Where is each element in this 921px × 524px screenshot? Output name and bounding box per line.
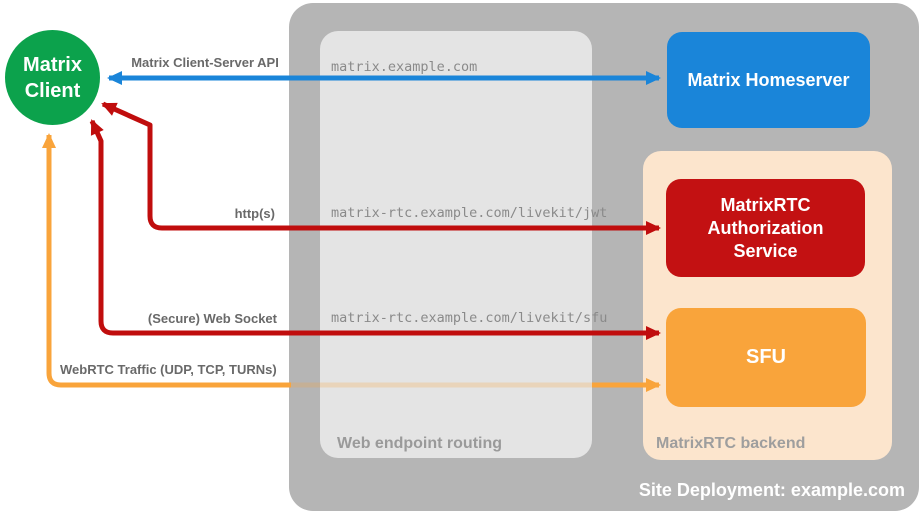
web-endpoint-routing-label: Web endpoint routing (337, 435, 503, 452)
matrixrtc-auth-label: MatrixRTC Authorization Service (707, 194, 824, 261)
matrixrtc-backend-label: MatrixRTC backend (656, 435, 806, 452)
container-web-endpoint-routing (320, 31, 592, 458)
node-sfu: SFU (666, 308, 866, 407)
route-matrix-example-com: matrix.example.com (331, 59, 478, 75)
node-matrix-homeserver: Matrix Homeserver (667, 32, 870, 128)
edge-label-web-socket: (Secure) Web Socket (147, 311, 277, 326)
matrix-homeserver-label: Matrix Homeserver (687, 69, 850, 90)
edge-label-webrtc-traffic: WebRTC Traffic (UDP, TCP, TURNs) (60, 362, 277, 377)
edge-label-https: http(s) (234, 206, 275, 221)
edge-label-client-server-api: Matrix Client-Server API (131, 55, 279, 70)
site-deployment-title: Site Deployment: example.com (638, 480, 905, 500)
node-matrix-client: Matrix Client (5, 30, 100, 125)
edge-client-sfu-webrtc-left (42, 133, 291, 388)
sfu-label: SFU (746, 346, 786, 368)
route-livekit-sfu: matrix-rtc.example.com/livekit/sfu (331, 310, 608, 326)
route-livekit-jwt: matrix-rtc.example.com/livekit/jwt (331, 205, 608, 221)
matrix-client-label: Matrix Client (23, 53, 82, 102)
node-matrixrtc-authorization-service: MatrixRTC Authorization Service (666, 179, 865, 277)
